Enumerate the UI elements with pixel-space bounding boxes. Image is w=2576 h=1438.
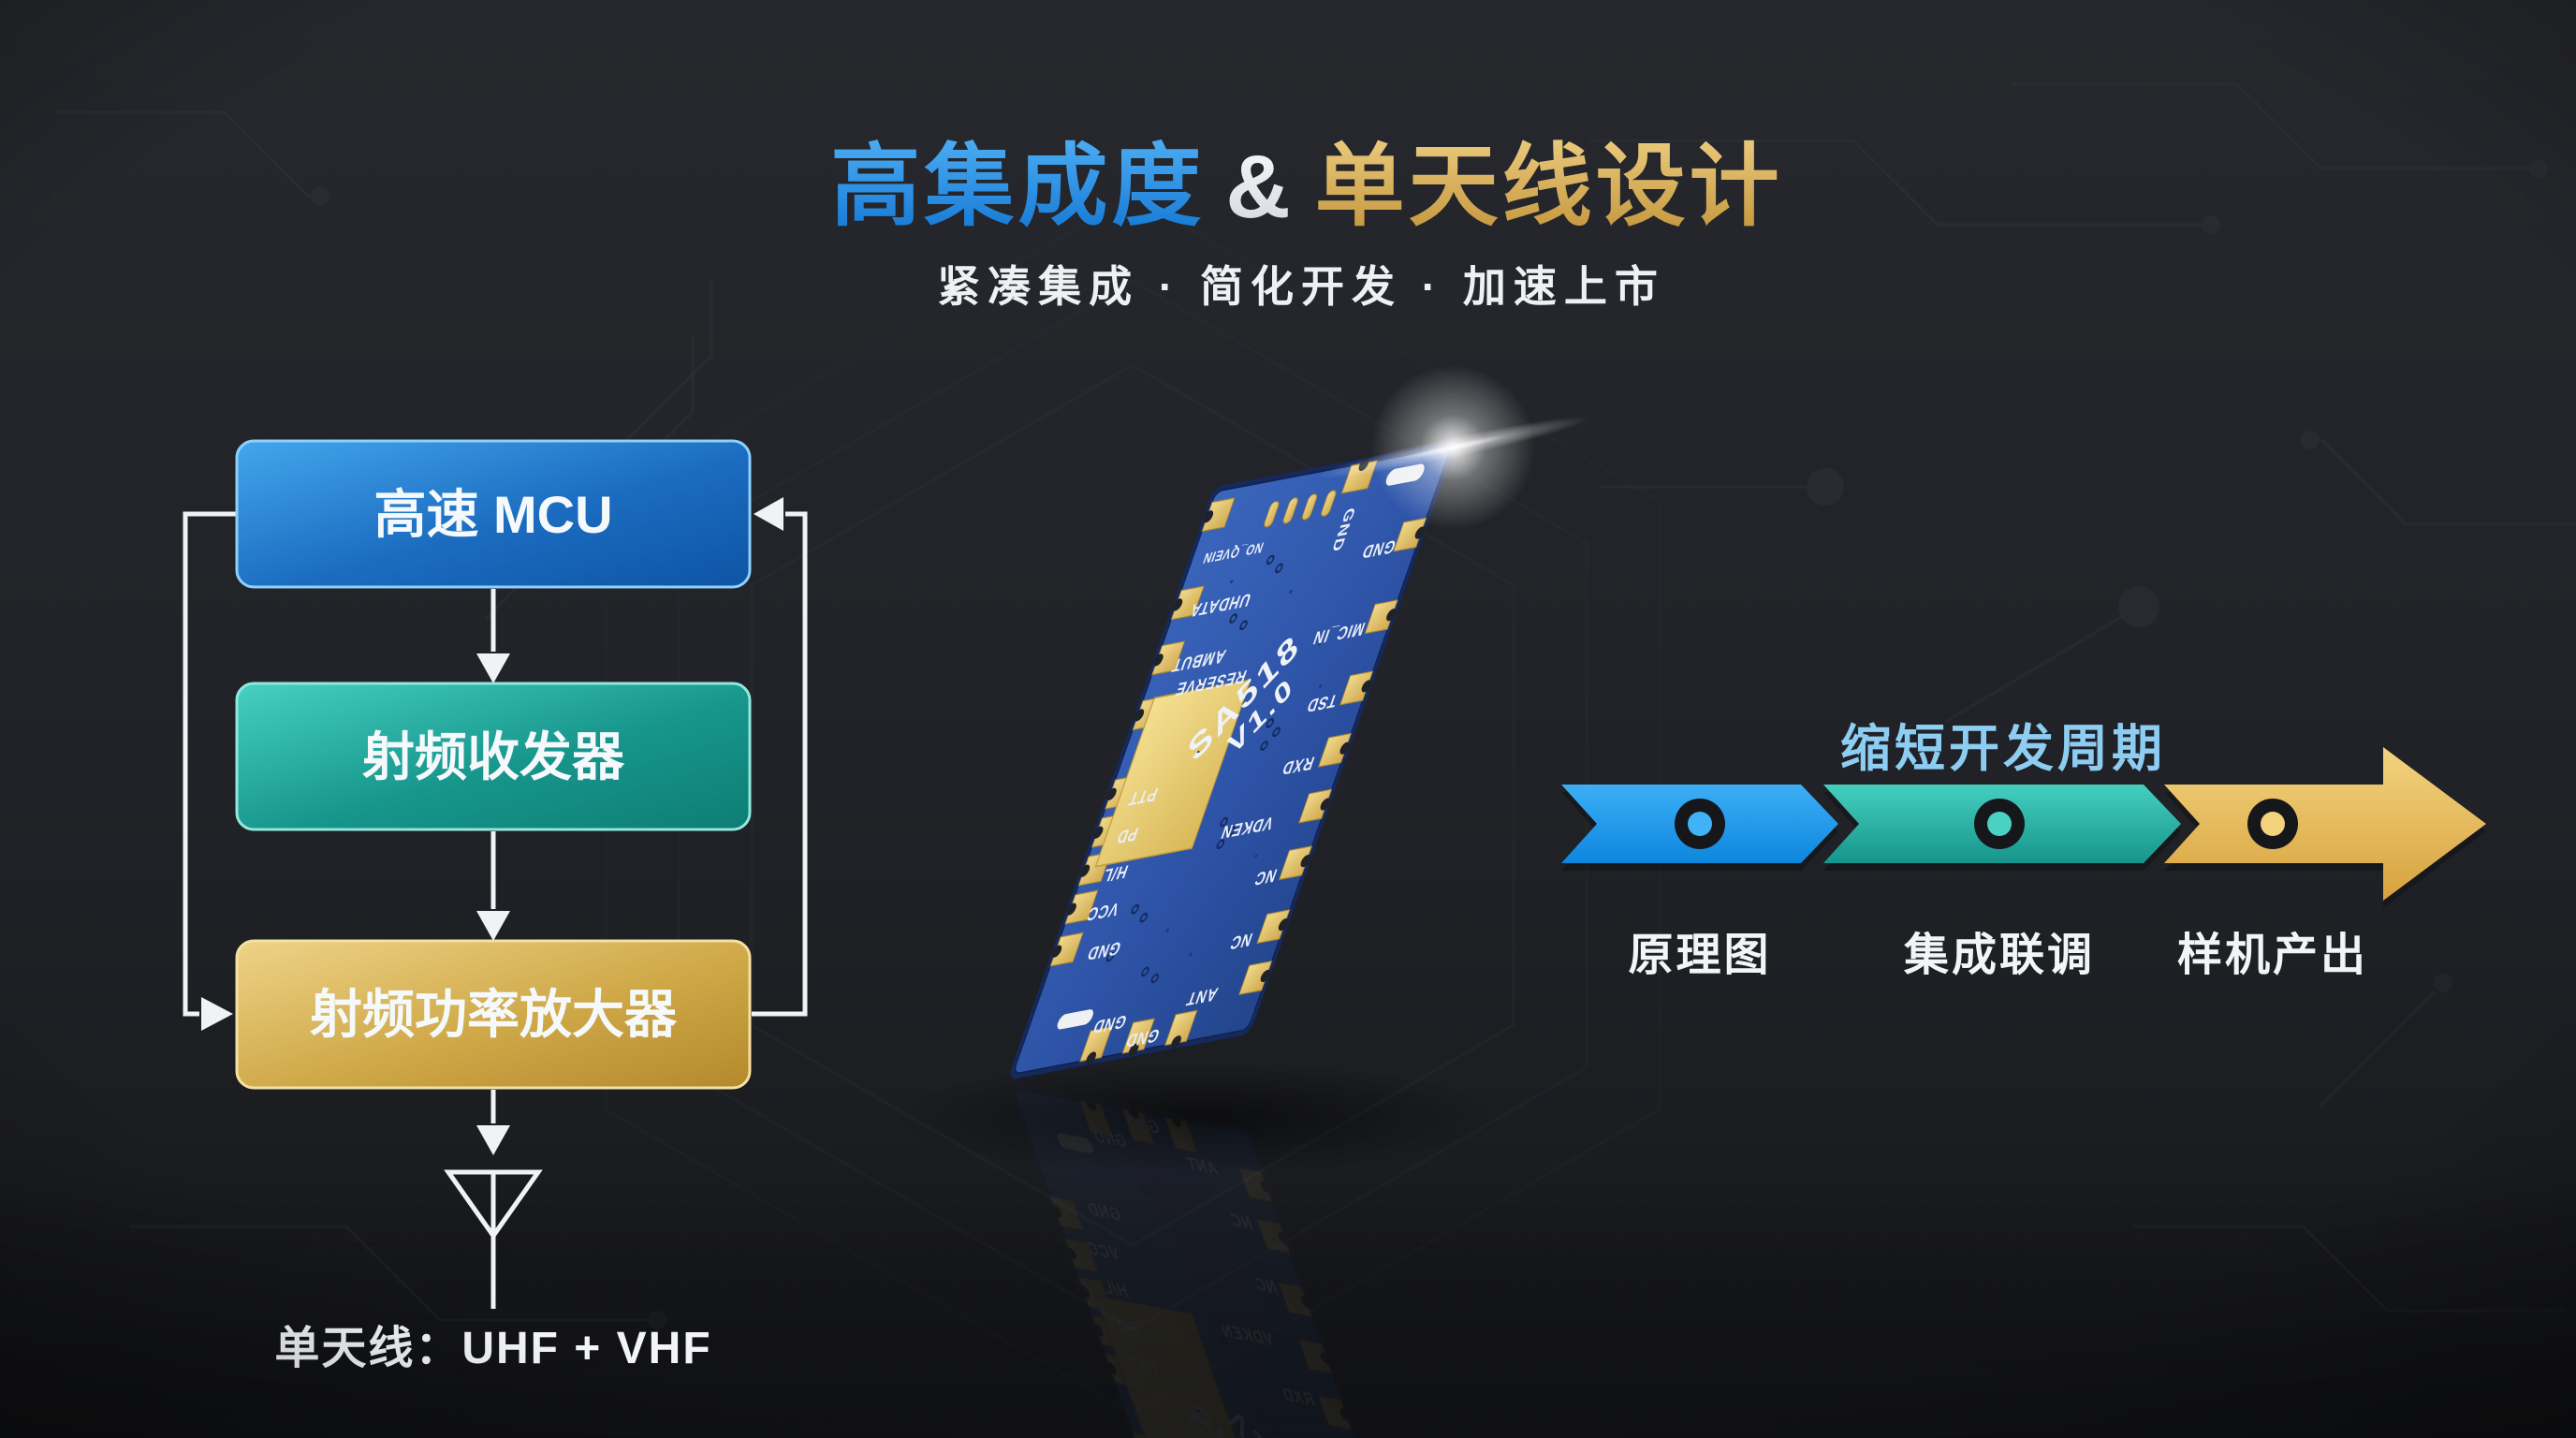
- timeline-step-label: 原理图: [1628, 931, 1771, 980]
- flow-node-mcu: 高速 MCU: [235, 439, 752, 589]
- flow-node-power-amplifier: 射频功率放大器: [235, 939, 752, 1090]
- ring-hole: [1688, 812, 1712, 836]
- transceiver-label: 射频收发器: [362, 727, 625, 786]
- title-highlight-gold: 单天线设计: [1315, 137, 1783, 237]
- page-subtitle: 紧凑集成 · 简化开发 · 加速上市: [937, 262, 1665, 311]
- mcu-label: 高速 MCU: [373, 485, 612, 544]
- antenna-caption: 单天线：UHF + VHF: [274, 1324, 711, 1373]
- timeline-title: 缩短开发周期: [1840, 721, 2166, 777]
- timeline-step-label: 集成联调: [1903, 931, 2095, 980]
- ring-hole: [1987, 812, 2012, 836]
- pa-label: 射频功率放大器: [310, 985, 678, 1044]
- flow-node-transceiver: 射频收发器: [235, 682, 752, 831]
- title-ampersand: &: [1225, 137, 1294, 237]
- ring-hole: [2261, 812, 2285, 836]
- timeline-step-label: 样机产出: [2177, 931, 2368, 980]
- title-highlight-blue: 高集成度: [830, 137, 1205, 237]
